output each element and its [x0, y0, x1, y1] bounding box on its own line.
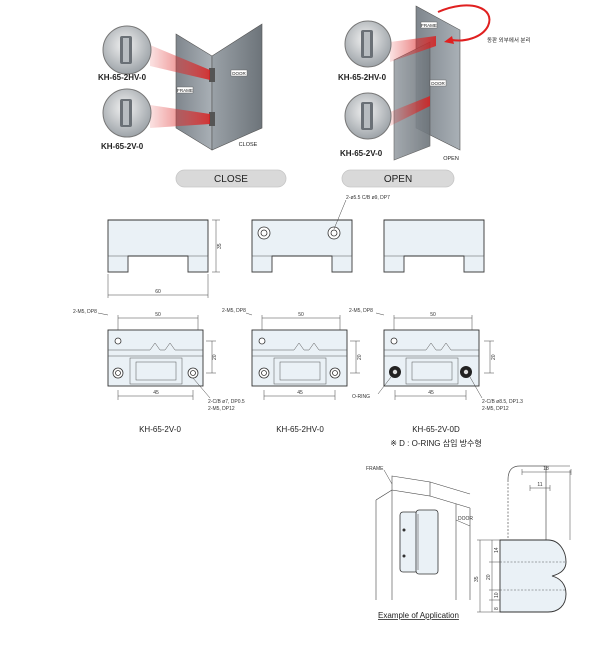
- dim-20-a: 20: [212, 354, 218, 360]
- dim-width: 60: [155, 289, 161, 295]
- note-left: 2-C/B ø7, DP0.5: [208, 399, 245, 405]
- dim-50-b: 50: [298, 312, 304, 318]
- close-illustration: DOOR FRAME CLOSE KH-65-2HV-0 KH-65-2V-0: [98, 23, 263, 151]
- app-dim-35: 35: [474, 576, 480, 582]
- zoom-lens-open-upper: [344, 20, 392, 68]
- app-door-label: DOOR: [458, 516, 473, 522]
- app-dim-18: 18: [543, 466, 549, 472]
- dim-45-c: 45: [428, 390, 434, 396]
- model-lower-label: KH-65-2V-0: [101, 142, 144, 151]
- app-frame-label: FRAME: [366, 466, 384, 472]
- side-view-c: 50 2-M5, DP8 20 45 O-RING 2-C/B ø8.5, DP…: [349, 308, 523, 448]
- open-model-lower-label: KH-65-2V-0: [340, 149, 383, 158]
- app-dim-8: 8: [494, 607, 500, 610]
- top-note: 2-ø5.5 C/B ø9, DP7: [346, 195, 390, 201]
- model-b-label: KH-65-2HV-0: [276, 425, 324, 434]
- note-right2: 2-M5, DP12: [482, 406, 509, 412]
- dim-20-c: 20: [491, 354, 497, 360]
- note-right: 2-C/B ø8.5, DP1.3: [482, 399, 523, 405]
- app-dim-14: 14: [494, 547, 500, 553]
- close-label: CLOSE: [214, 174, 248, 185]
- front-view-b: 2-ø5.5 C/B ø9, DP7: [251, 195, 390, 273]
- open-model-upper-label: KH-65-2HV-0: [338, 73, 387, 82]
- dim-45-b: 45: [297, 390, 303, 396]
- dim-height: 35: [217, 243, 223, 249]
- dim-45-a: 45: [153, 390, 159, 396]
- holes-note-c: 2-M5, DP8: [349, 308, 373, 314]
- model-a-label: KH-65-2V-0: [139, 425, 181, 434]
- callout-text: 동판 외부에서 분리: [487, 36, 531, 44]
- open-door-tag: DOOR: [431, 81, 445, 86]
- open-illustration: FRAME DOOR OPEN 동판 외부에서 분리 KH-65-2HV-0 K…: [338, 4, 531, 162]
- dim-50-a: 50: [155, 312, 161, 318]
- close-pill: [175, 169, 287, 188]
- front-view-c: [383, 219, 485, 273]
- close-tag: CLOSE: [239, 142, 258, 148]
- dim-20-b: 20: [357, 354, 363, 360]
- model-c-label: KH-65-2V-0D: [412, 425, 460, 434]
- application-section-view: 18 11 35 14 20 10 8: [474, 465, 572, 613]
- side-view-b: 50 2-M5, DP8 20 45 KH-65-2HV-0: [222, 308, 363, 434]
- dim-50-c: 50: [430, 312, 436, 318]
- app-dim-20: 20: [486, 574, 492, 580]
- open-frame-tag: FRAME: [421, 23, 437, 28]
- frame-tag: FRAME: [177, 88, 193, 93]
- oring-label: O-RING: [352, 394, 370, 400]
- holes-note-a: 2-M5, DP8: [73, 309, 97, 315]
- note-left2: 2-M5, DP12: [208, 406, 235, 412]
- front-view-a: 35 60: [107, 219, 223, 298]
- app-dim-10: 10: [494, 592, 500, 598]
- app-caption: Example of Application: [378, 611, 459, 620]
- open-label: OPEN: [384, 174, 412, 185]
- open-tag: OPEN: [443, 156, 459, 162]
- open-pill: [341, 169, 455, 188]
- zoom-lens-lower: [102, 88, 152, 138]
- app-dim-11: 11: [537, 482, 542, 488]
- oring-note: ※ D : O-RING 삽입 방수형: [390, 438, 482, 448]
- zoom-lens-open-lower: [344, 92, 392, 140]
- door-tag: DOOR: [232, 71, 246, 76]
- side-view-a: 50 2-M5, DP8 20 45 2-C/B ø7, DP0.5 2-M5,…: [73, 309, 245, 434]
- holes-note-b: 2-M5, DP8: [222, 308, 246, 314]
- application-illustration: FRAME DOOR Example of Application: [366, 466, 473, 620]
- model-upper-label: KH-65-2HV-0: [98, 73, 147, 82]
- zoom-lens-upper: [102, 25, 152, 75]
